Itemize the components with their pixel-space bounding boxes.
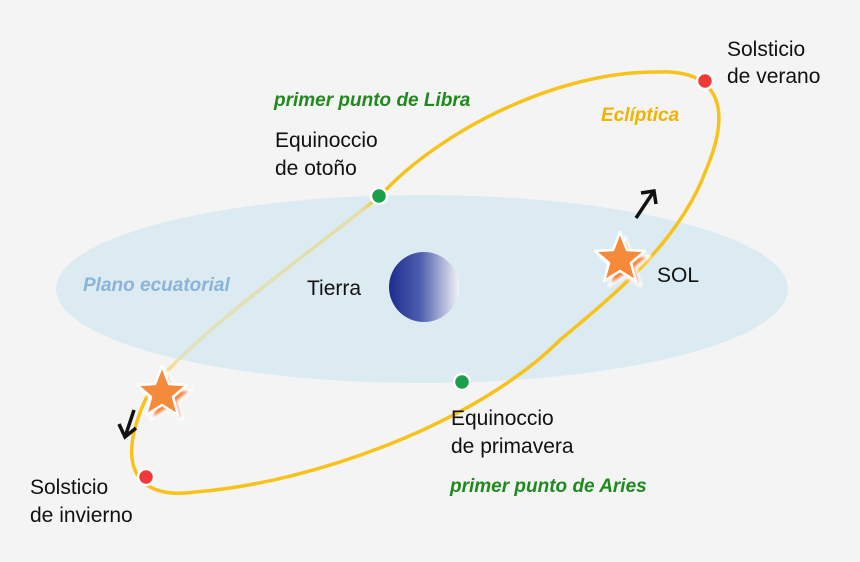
sun-star-icon	[593, 230, 647, 283]
autumn-equinox-dot	[369, 186, 389, 206]
winter-solstice-label-2: de invierno	[30, 504, 133, 527]
sun-label: SOL	[657, 264, 699, 287]
equatorial-plane-label: Plano ecuatorial	[83, 275, 230, 296]
earth-globe	[389, 252, 459, 322]
winter-solstice-label-1: Solsticio	[30, 476, 108, 499]
winter-star-icon	[135, 364, 189, 417]
spring-equinox-label-1: Equinoccio	[451, 407, 554, 430]
summer-solstice-label-1: Solsticio	[727, 38, 805, 61]
summer-solstice-dot	[695, 71, 715, 91]
ecliptic-label: Eclíptica	[601, 105, 680, 126]
spring-equinox-label-2: de primavera	[451, 435, 574, 458]
first-point-aries-label: primer punto de Aries	[449, 476, 647, 497]
direction-arrow-up-icon	[634, 189, 658, 219]
ecliptic-orbit-faded	[148, 194, 382, 392]
summer-solstice-label-2: de verano	[727, 65, 820, 88]
autumn-equinox-label-2: de otoño	[275, 157, 357, 180]
autumn-equinox-label-1: Equinoccio	[275, 129, 378, 152]
direction-arrow-down-icon	[117, 409, 138, 440]
winter-solstice-dot	[136, 467, 156, 487]
first-point-libra-label: primer punto de Libra	[273, 90, 471, 111]
spring-equinox-dot	[452, 372, 472, 392]
earth-label: Tierra	[307, 277, 361, 300]
